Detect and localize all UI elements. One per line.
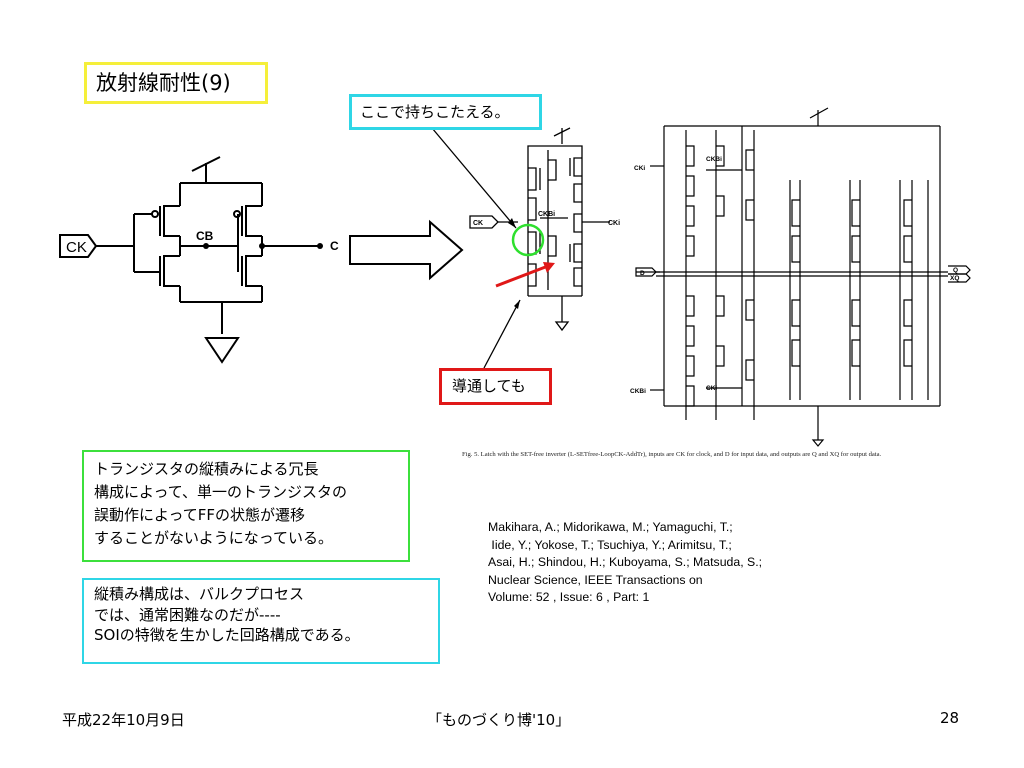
note-line: 構成によって、単一のトランジスタの [94,483,348,501]
citation: Makihara, A.; Midorikawa, M.; Yamaguchi,… [488,519,762,607]
highlight-circle [511,223,545,257]
slide-title: 放射線耐性(9) [84,62,268,104]
note-line: では、通常困難なのだが---- [94,605,281,624]
label-c: C [330,239,339,253]
note-bulk: 縦積み構成は、バルクプロセス では、通常困難なのだが---- SOIの特徴を生か… [82,578,440,664]
note-line: することがないようになっている。 [94,529,333,547]
label-cki-top: CKi [634,165,645,172]
label-cki-bottom: CKi [706,385,717,392]
citation-line: Makihara, A.; Midorikawa, M.; Yamaguchi,… [488,520,733,534]
note-redundancy: トランジスタの縦積みによる冗長 構成によって、単一のトランジスタの 誤動作によっ… [82,450,410,562]
note-line: 縦積み構成は、バルクプロセス [94,585,305,603]
citation-line: Nuclear Science, IEEE Transactions on [488,572,703,587]
label-cb: CB [196,229,214,243]
callout-conduct-pointer [483,299,521,369]
note-line: 誤動作によってFFの状態が遷移 [94,506,306,524]
label-ckbi-mid: CKBi [538,211,555,218]
transform-arrow [349,219,464,281]
page-number: 28 [940,709,960,727]
note-line: SOIの特徴を生かした回路構成である。 [94,626,360,644]
ck-input-tag [59,234,98,258]
label-d: D [640,270,645,277]
callout-hold-pointer [431,127,517,229]
label-cki-mid: CKi [608,220,620,227]
label-ck: CK [66,239,87,256]
citation-line: Volume: 52 , Issue: 6 , Part: 1 [488,590,650,604]
label-ckbi-top: CKBi [706,156,722,163]
label-q: Q [953,267,958,274]
label-ckbi-bottom: CKBi [630,388,646,395]
footer-date: 平成22年10月9日 [62,711,185,729]
inverter-circuit [59,156,320,364]
footer-event: 「ものづくり博'10」 [427,711,571,729]
citation-line: Iide, Y.; Yokose, T.; Tsuchiya, Y.; Arim… [488,537,732,552]
callout-conduct: 導通しても [439,368,552,405]
citation-line: Asai, H.; Shindou, H.; Kuboyama, S.; Mat… [488,555,763,569]
set-free-inverter [469,127,610,332]
label-ck-mid: CK [473,220,483,227]
callout-hold: ここで持ちこたえる。 [349,94,542,130]
label-xq: XQ [950,275,959,282]
note-line: トランジスタの縦積みによる冗長 [94,460,319,478]
latch-circuit [635,107,971,447]
figure-caption: Fig. 5. Latch with the SET-free inverter… [462,451,882,458]
red-arrow [495,264,549,288]
